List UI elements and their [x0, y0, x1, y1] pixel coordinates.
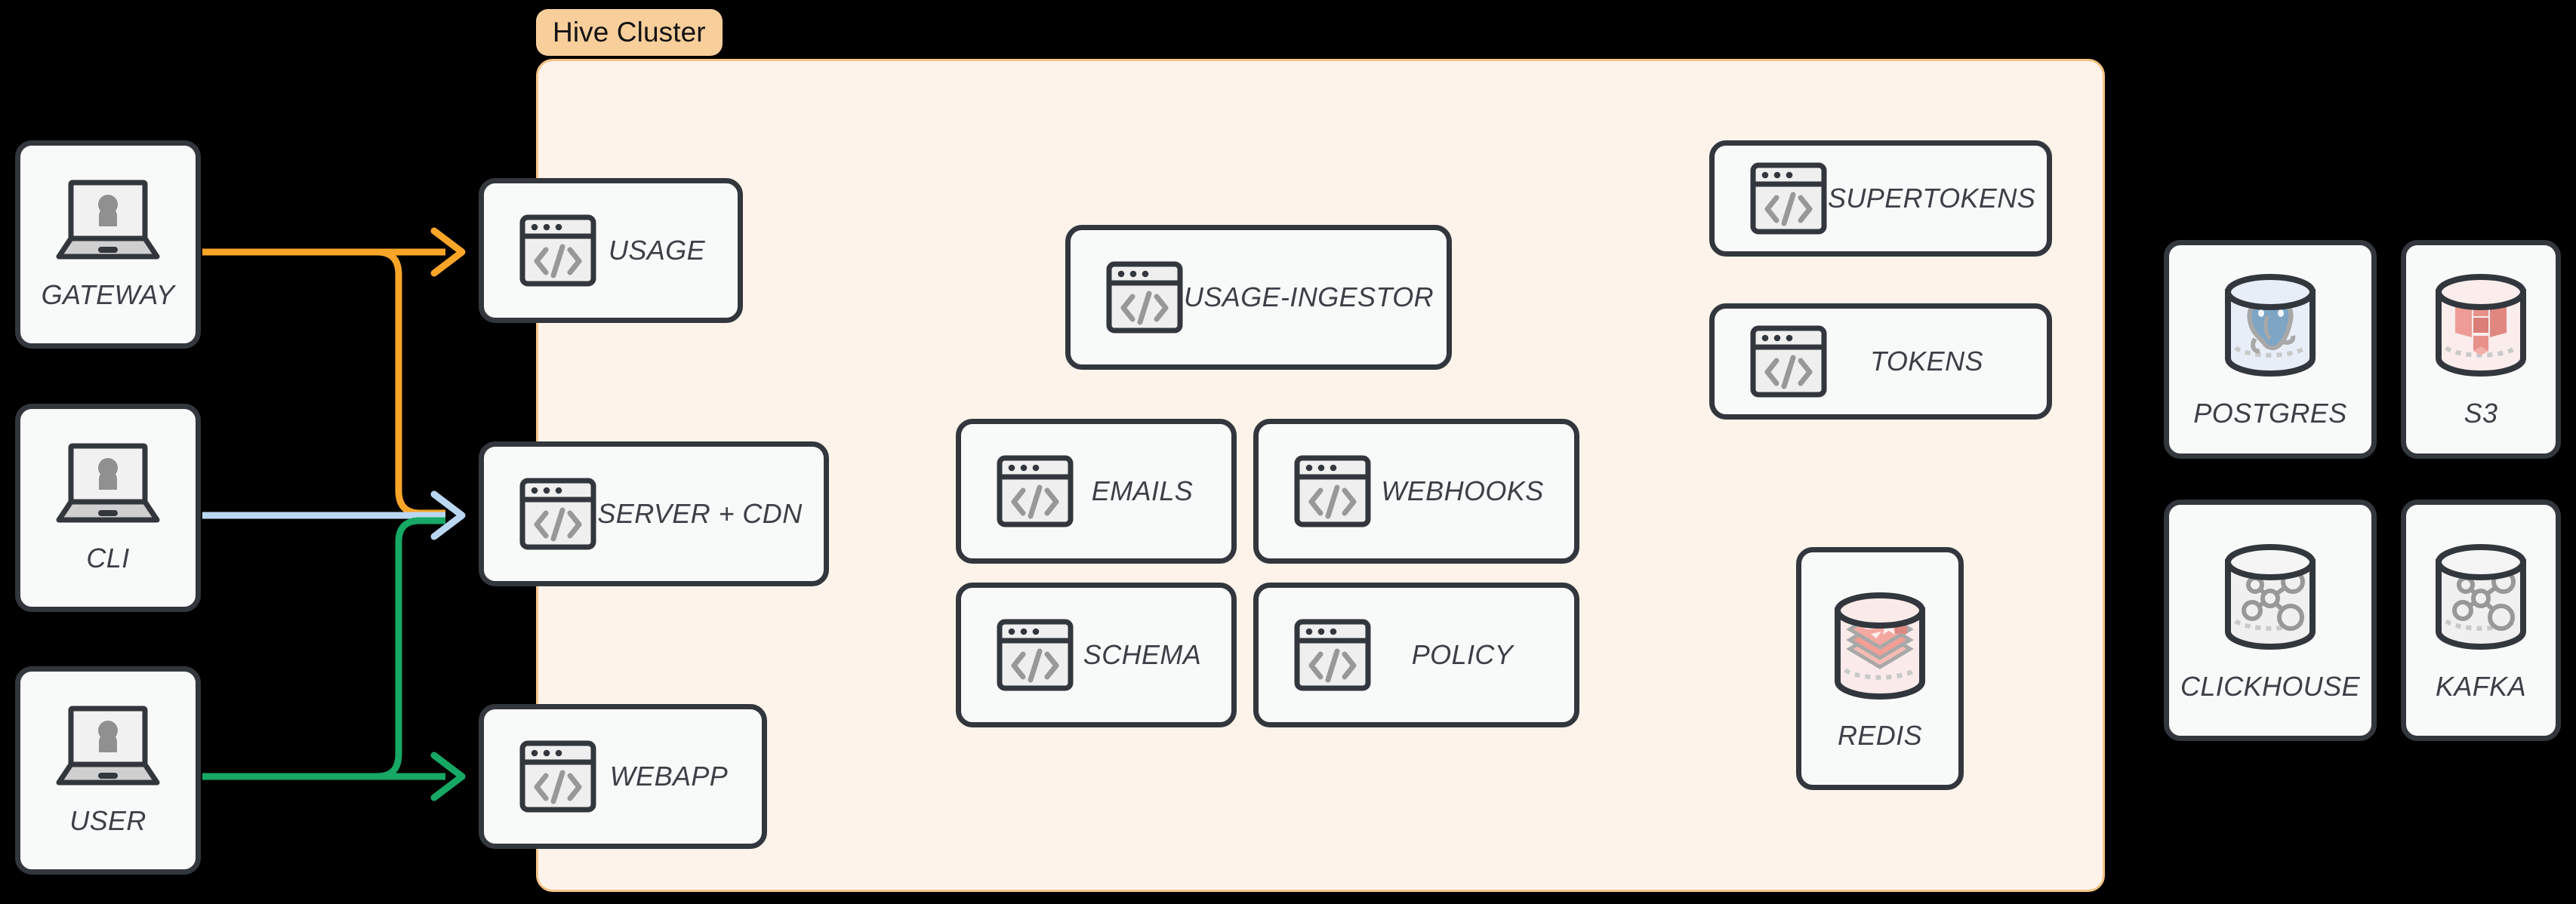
- service-node-usage[interactable]: USAGE: [479, 178, 743, 323]
- client-label-user: USER: [69, 805, 146, 836]
- code-window-icon: [519, 214, 597, 287]
- code-window-icon: [519, 739, 597, 813]
- store-label-kafka: KAFKA: [2435, 671, 2527, 702]
- service-node-webapp[interactable]: WEBAPP: [479, 704, 767, 849]
- service-node-policy[interactable]: POLICY: [1253, 583, 1579, 727]
- store-node-postgres[interactable]: POSTGRES: [2164, 240, 2377, 459]
- service-label-webhooks: WEBHOOKS: [1381, 475, 1544, 506]
- store-label-redis: REDIS: [1837, 720, 1923, 751]
- store-node-s3[interactable]: S3: [2401, 240, 2561, 459]
- service-node-supertokens[interactable]: SUPERTOKENS: [1709, 140, 2052, 257]
- service-label-usage-ingestor: USAGE-INGESTOR: [1184, 281, 1434, 312]
- connector-user-server-cdn: [202, 517, 445, 780]
- code-window-icon: [996, 618, 1074, 692]
- laptop-user-icon: [51, 178, 165, 266]
- network-cylinder-icon: [2425, 538, 2537, 657]
- service-node-server-cdn[interactable]: SERVER + CDN: [479, 441, 829, 586]
- client-label-cli: CLI: [86, 543, 130, 573]
- client-node-user[interactable]: USER: [15, 666, 201, 875]
- service-node-webhooks[interactable]: WEBHOOKS: [1253, 419, 1579, 564]
- code-window-icon: [996, 454, 1074, 528]
- service-label-schema: SCHEMA: [1083, 639, 1202, 670]
- code-window-icon: [519, 477, 597, 551]
- store-node-kafka[interactable]: KAFKA: [2401, 500, 2561, 741]
- service-label-webapp: WEBAPP: [609, 761, 729, 792]
- service-node-tokens[interactable]: TOKENS: [1709, 303, 2052, 420]
- arrowhead-webapp: [430, 752, 466, 801]
- store-label-clickhouse: CLICKHOUSE: [2180, 671, 2361, 702]
- arrowhead-server-cdn: [430, 490, 466, 540]
- code-window-icon: [1749, 324, 1828, 398]
- store-label-postgres: POSTGRES: [2193, 398, 2347, 429]
- hive-cluster-label: Hive Cluster: [536, 9, 723, 56]
- client-node-gateway[interactable]: GATEWAY: [15, 140, 201, 349]
- service-node-schema[interactable]: SCHEMA: [956, 583, 1237, 727]
- code-window-icon: [1105, 260, 1184, 334]
- code-window-icon: [1293, 618, 1372, 692]
- store-node-clickhouse[interactable]: CLICKHOUSE: [2164, 500, 2377, 741]
- redis-cylinder-icon: [1824, 586, 1936, 706]
- network-cylinder-icon: [2214, 538, 2326, 657]
- client-label-gateway: GATEWAY: [41, 279, 175, 310]
- service-label-server-cdn: SERVER + CDN: [597, 498, 803, 529]
- connector-gateway-server-cdn: [202, 248, 445, 517]
- arrowhead-usage: [430, 227, 466, 277]
- service-node-usage-ingestor[interactable]: USAGE-INGESTOR: [1065, 225, 1452, 370]
- laptop-user-icon: [51, 441, 165, 529]
- service-node-emails[interactable]: EMAILS: [956, 419, 1237, 564]
- s3-cylinder-icon: [2425, 269, 2537, 384]
- store-label-s3: S3: [2464, 398, 2498, 429]
- laptop-user-icon: [51, 704, 165, 792]
- service-label-usage: USAGE: [608, 235, 706, 266]
- service-label-supertokens: SUPERTOKENS: [1828, 183, 2036, 214]
- service-label-tokens: TOKENS: [1870, 346, 1983, 377]
- client-node-cli[interactable]: CLI: [15, 404, 201, 612]
- code-window-icon: [1293, 454, 1372, 528]
- code-window-icon: [1749, 161, 1828, 235]
- service-label-policy: POLICY: [1411, 639, 1514, 670]
- postgres-cylinder-icon: [2214, 269, 2326, 384]
- service-label-emails: EMAILS: [1091, 475, 1194, 506]
- store-node-redis[interactable]: REDIS: [1796, 547, 1964, 790]
